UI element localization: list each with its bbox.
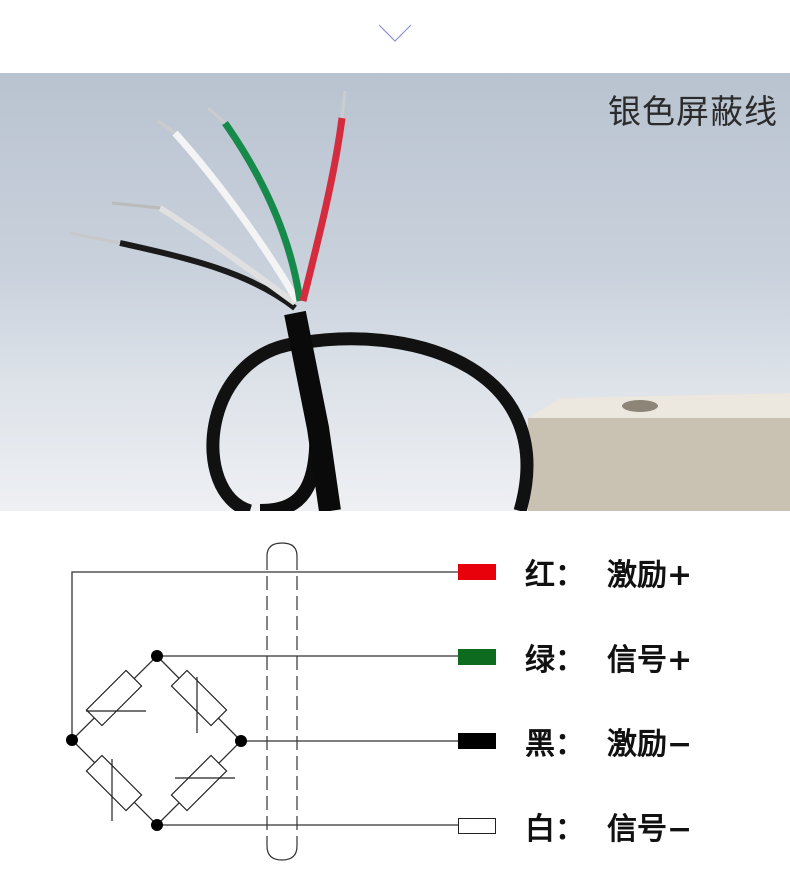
- strain-gauge-resistors: [85, 669, 228, 812]
- wiring-diagram: 红： 激励+ 绿： 信号+ 黑： 激励− 白： 信号−: [0, 511, 790, 893]
- chevron-down-icon[interactable]: [378, 24, 412, 42]
- white-swatch: [458, 818, 496, 834]
- cable-photo-illustration: [69, 90, 790, 511]
- shield-cable: [266, 542, 298, 861]
- green-swatch: [458, 649, 496, 665]
- signal-name: 激励−: [607, 727, 693, 762]
- photo-label: 银色屏蔽线: [608, 92, 778, 131]
- legend-row-red: 红： 激励+: [458, 552, 693, 593]
- color-name: 白：: [525, 812, 585, 847]
- color-name: 红：: [525, 558, 585, 593]
- legend-row-black: 黑： 激励−: [458, 721, 693, 762]
- header-area: [0, 0, 790, 73]
- load-cell-block: [528, 393, 790, 511]
- signal-name: 信号+: [607, 643, 693, 678]
- color-name: 黑：: [525, 727, 585, 762]
- excitation-plus-wire: [71, 571, 458, 740]
- color-name: 绿：: [525, 643, 585, 678]
- product-photo: 银色屏蔽线: [0, 73, 790, 511]
- signal-name: 激励+: [607, 558, 693, 593]
- legend-row-green: 绿： 信号+: [458, 637, 693, 678]
- bridge-circuit: [66, 542, 458, 861]
- black-swatch: [458, 733, 496, 749]
- signal-name: 信号−: [607, 812, 693, 847]
- red-swatch: [458, 564, 496, 580]
- legend-row-white: 白： 信号−: [458, 806, 693, 847]
